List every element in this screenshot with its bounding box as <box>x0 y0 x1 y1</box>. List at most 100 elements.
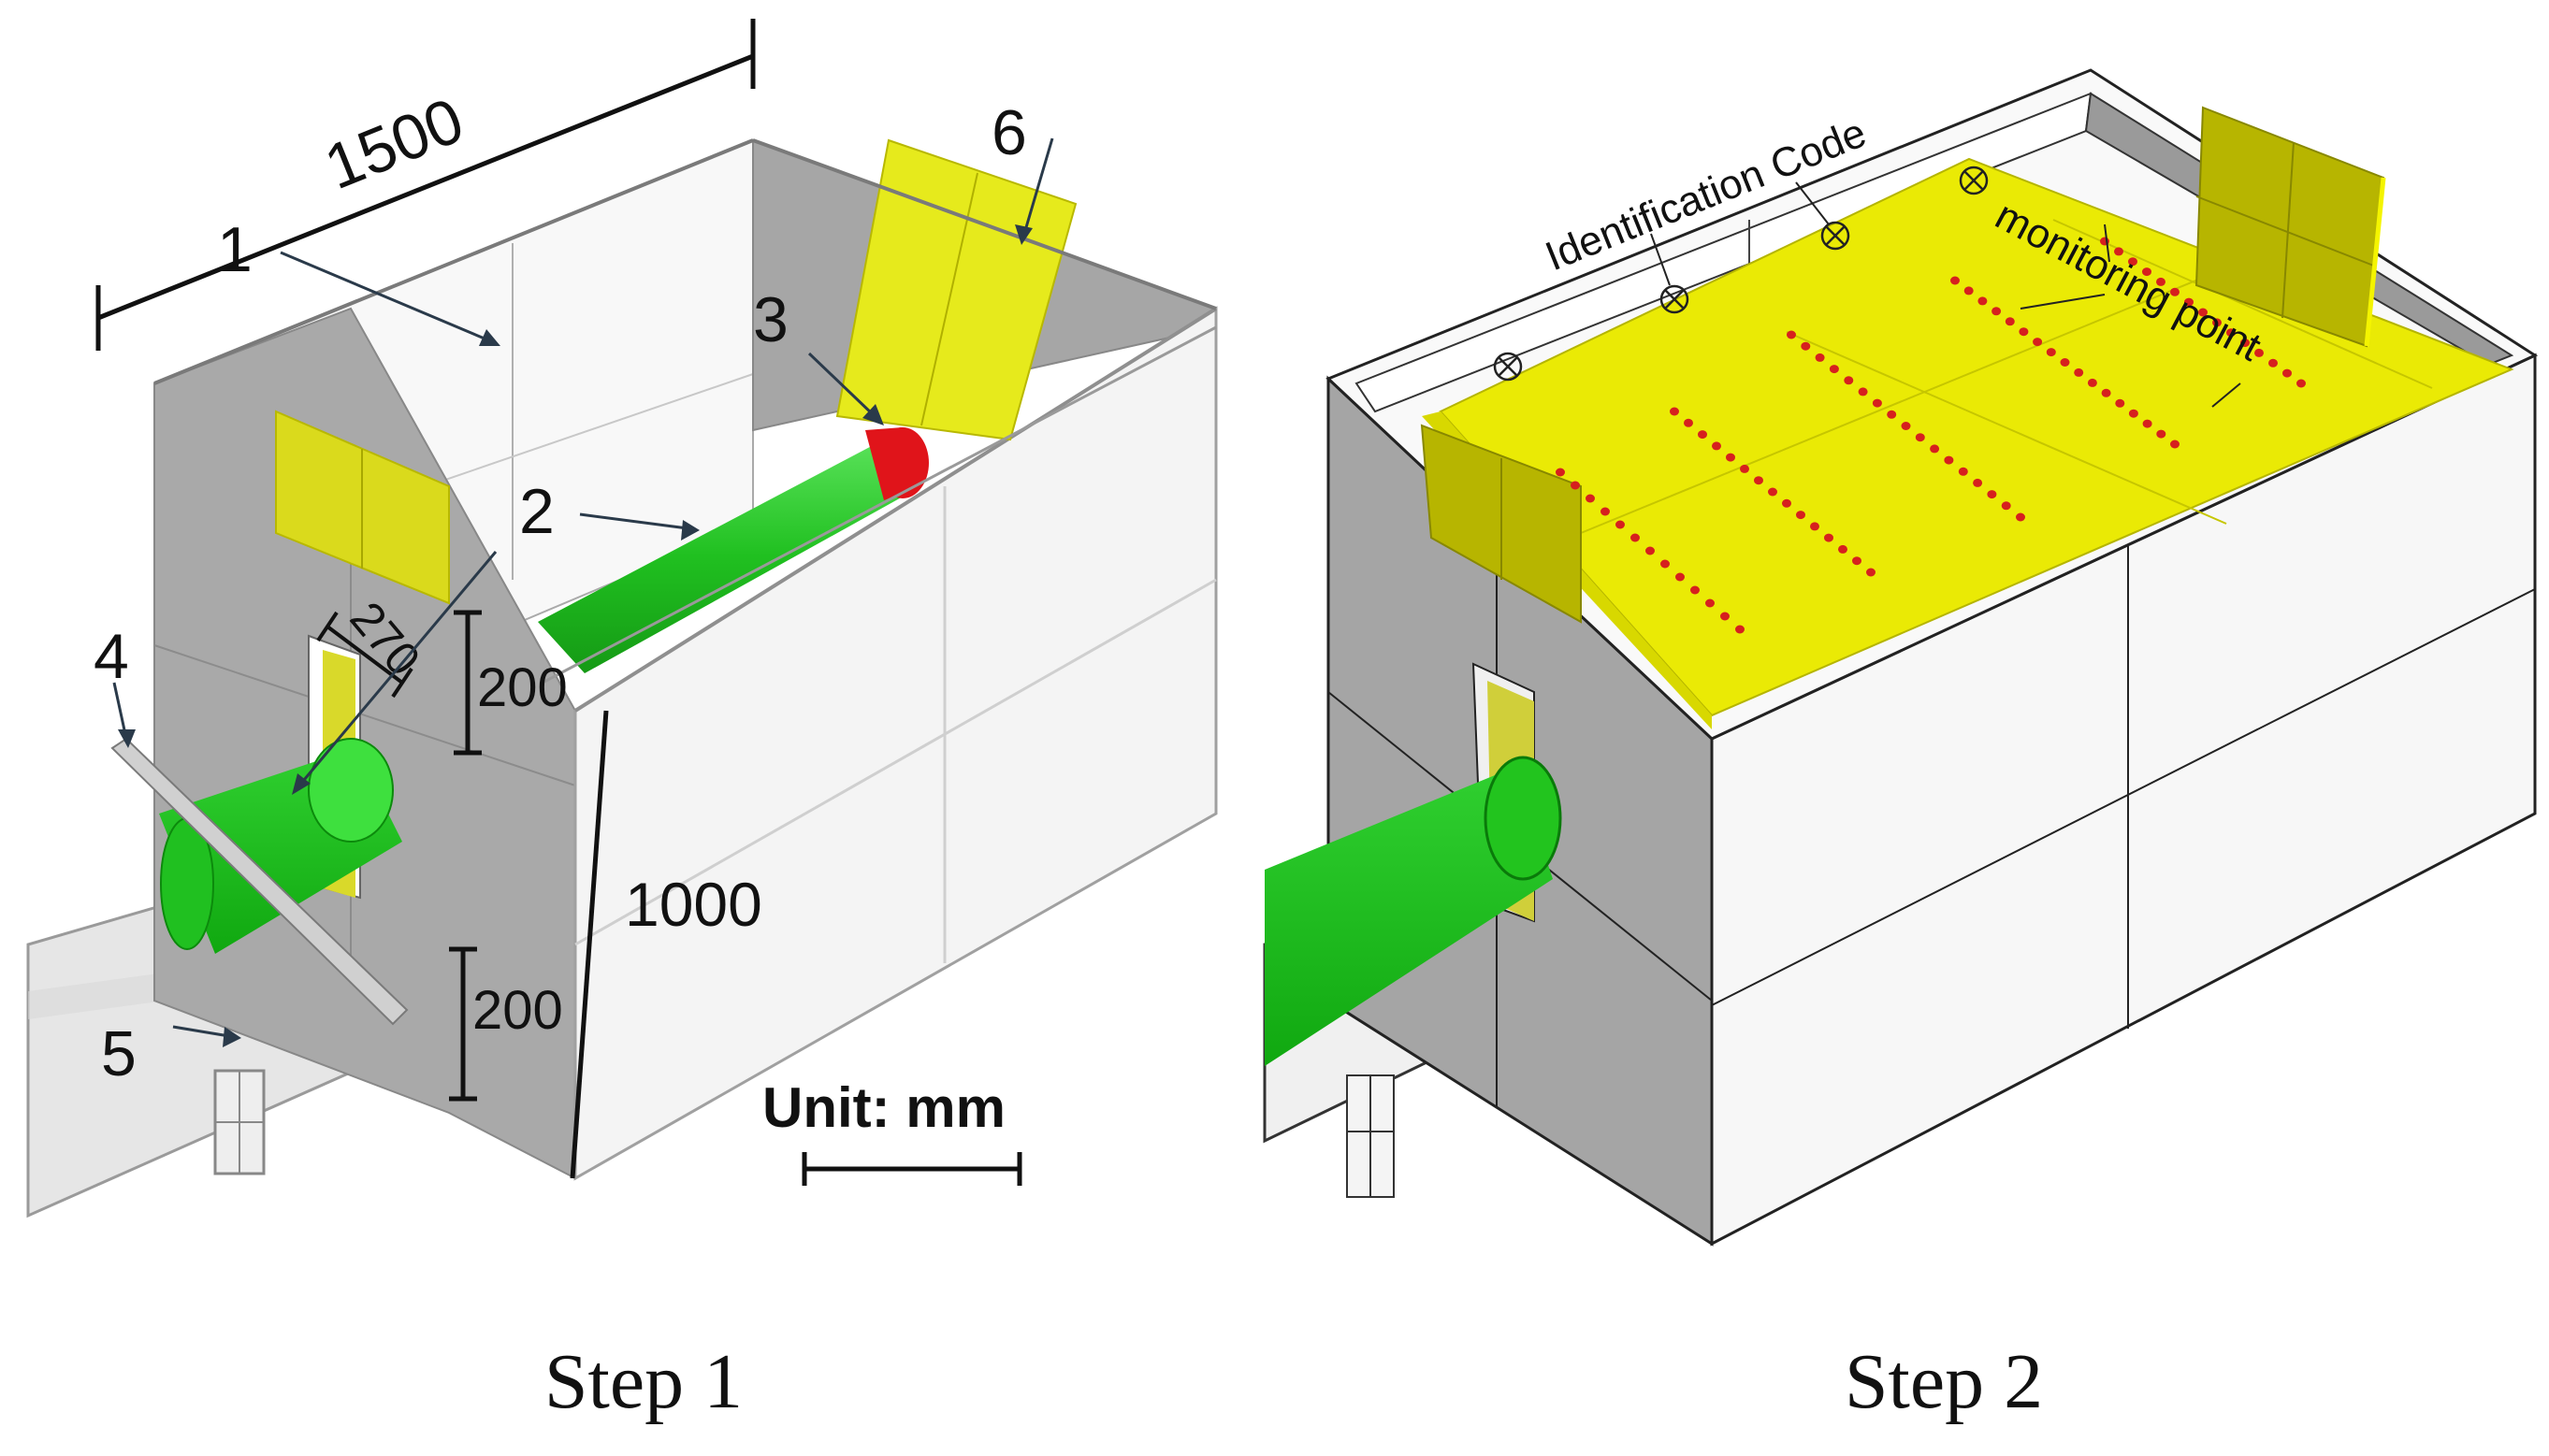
monitoring-point <box>1645 546 1655 555</box>
monitoring-point <box>2128 409 2138 418</box>
monitoring-point <box>1801 341 1811 351</box>
monitoring-point <box>2016 512 2025 522</box>
panel-left <box>1420 424 1582 624</box>
id-marker-icon <box>1493 352 1523 382</box>
monitoring-point <box>1991 307 2002 316</box>
monitoring-point <box>2282 368 2292 378</box>
monitoring-point <box>1815 353 1825 362</box>
monitoring-point <box>1930 444 1940 454</box>
marker-4-label: 4 <box>94 621 129 692</box>
monitoring-point <box>2060 358 2070 367</box>
monitoring-point <box>1824 533 1833 542</box>
monitoring-point <box>1973 478 1983 487</box>
monitoring-point <box>1858 387 1868 396</box>
monitoring-point <box>2019 327 2029 337</box>
unit-scale: Unit: mm <box>762 1076 1022 1186</box>
monitoring-point <box>1600 507 1610 516</box>
monitoring-point <box>1675 572 1685 582</box>
monitoring-point <box>1768 487 1777 497</box>
marker-6: 6 <box>992 97 1054 245</box>
monitoring-point <box>1782 498 1791 508</box>
monitoring-point <box>2005 317 2015 326</box>
monitoring-point <box>1615 520 1625 529</box>
monitoring-point <box>1571 481 1580 490</box>
monitoring-point <box>2170 287 2180 296</box>
monitoring-point <box>2033 338 2043 347</box>
id-marker-icon <box>1659 284 1689 314</box>
dim-1000: 1000 <box>570 710 762 1179</box>
monitoring-point <box>2170 440 2180 449</box>
step2-caption: Step 2 <box>1845 1338 2043 1425</box>
monitoring-point <box>2128 257 2137 267</box>
monitoring-point <box>2074 368 2084 377</box>
monitoring-point <box>2254 348 2264 357</box>
marker-3-label: 3 <box>753 284 789 355</box>
dim-200-lower-label: 200 <box>472 980 563 1041</box>
panel-left <box>275 410 450 605</box>
monitoring-point <box>1630 533 1640 542</box>
monitoring-point <box>1963 286 1974 296</box>
monitoring-point <box>1660 559 1670 569</box>
marker-5-label: 5 <box>101 1018 137 1089</box>
monitoring-point <box>1556 468 1565 477</box>
monitoring-point <box>1698 430 1707 440</box>
unit-label: Unit: mm <box>762 1076 1006 1139</box>
monitoring-point <box>1829 365 1839 374</box>
marker-5: 5 <box>101 1018 241 1089</box>
marker-1-label: 1 <box>217 214 253 285</box>
monitoring-point <box>1670 407 1679 416</box>
monitoring-point <box>1950 276 1960 285</box>
dim-200-upper: 200 <box>454 610 568 756</box>
monitoring-point <box>1586 494 1595 503</box>
monitoring-point <box>1958 467 1968 476</box>
dim-200-upper-label: 200 <box>477 657 568 718</box>
monitoring-point <box>2198 308 2208 317</box>
monitoring-point <box>2226 328 2236 338</box>
monitoring-point <box>2184 297 2194 307</box>
monitoring-point <box>1872 398 1882 408</box>
monitoring-point <box>1887 410 1897 419</box>
monitoring-point <box>2268 358 2278 368</box>
step1-diagram: 1500 1000 200 200 270 <box>26 19 1218 1425</box>
id-marker-icon <box>1959 166 1989 195</box>
monitoring-point <box>2101 388 2111 397</box>
monitoring-point <box>2001 501 2011 511</box>
monitoring-point <box>1838 544 1847 554</box>
marker-2: 2 <box>292 476 700 795</box>
monitoring-point <box>2240 339 2250 348</box>
monitoring-point <box>2142 267 2151 277</box>
panel-6-right <box>835 138 1078 441</box>
monitoring-points <box>1556 237 2306 634</box>
marker-1: 1 <box>217 214 500 346</box>
monitoring-point <box>1720 612 1730 621</box>
monitoring-point <box>1726 453 1735 462</box>
monitoring-point <box>1987 490 1997 499</box>
monitoring-point <box>2087 378 2097 387</box>
monitoring-point <box>2115 398 2125 408</box>
outlet-cylinder <box>159 738 402 954</box>
marker-2-label: 2 <box>519 476 555 547</box>
monitoring-point <box>2142 419 2152 428</box>
monitoring-point <box>1844 376 1854 385</box>
tube <box>1265 756 1562 1066</box>
step2-diagram: Identification Code monitoring point Ste… <box>1263 68 2539 1425</box>
monitoring-point <box>1712 441 1721 451</box>
dim-1500-label: 1500 <box>315 84 473 203</box>
monitoring-point <box>1901 422 1911 430</box>
monitoring-point <box>1866 568 1876 577</box>
marker-6-label: 6 <box>992 97 1027 168</box>
monitoring-point <box>1740 464 1749 473</box>
dim-1000-label: 1000 <box>625 870 762 939</box>
monitoring-point <box>1705 598 1715 608</box>
monitoring-point <box>1754 476 1763 485</box>
monitoring-point <box>2212 318 2222 327</box>
monitoring-point <box>1787 330 1796 339</box>
marker-4: 4 <box>94 621 136 748</box>
monitoring-point <box>2046 348 2056 357</box>
monitoring-point <box>2156 429 2166 439</box>
monitoring-point <box>1796 511 1805 520</box>
step1-caption: Step 1 <box>544 1338 743 1425</box>
monitoring-point <box>1944 455 1954 465</box>
rod-4 <box>110 737 409 1026</box>
